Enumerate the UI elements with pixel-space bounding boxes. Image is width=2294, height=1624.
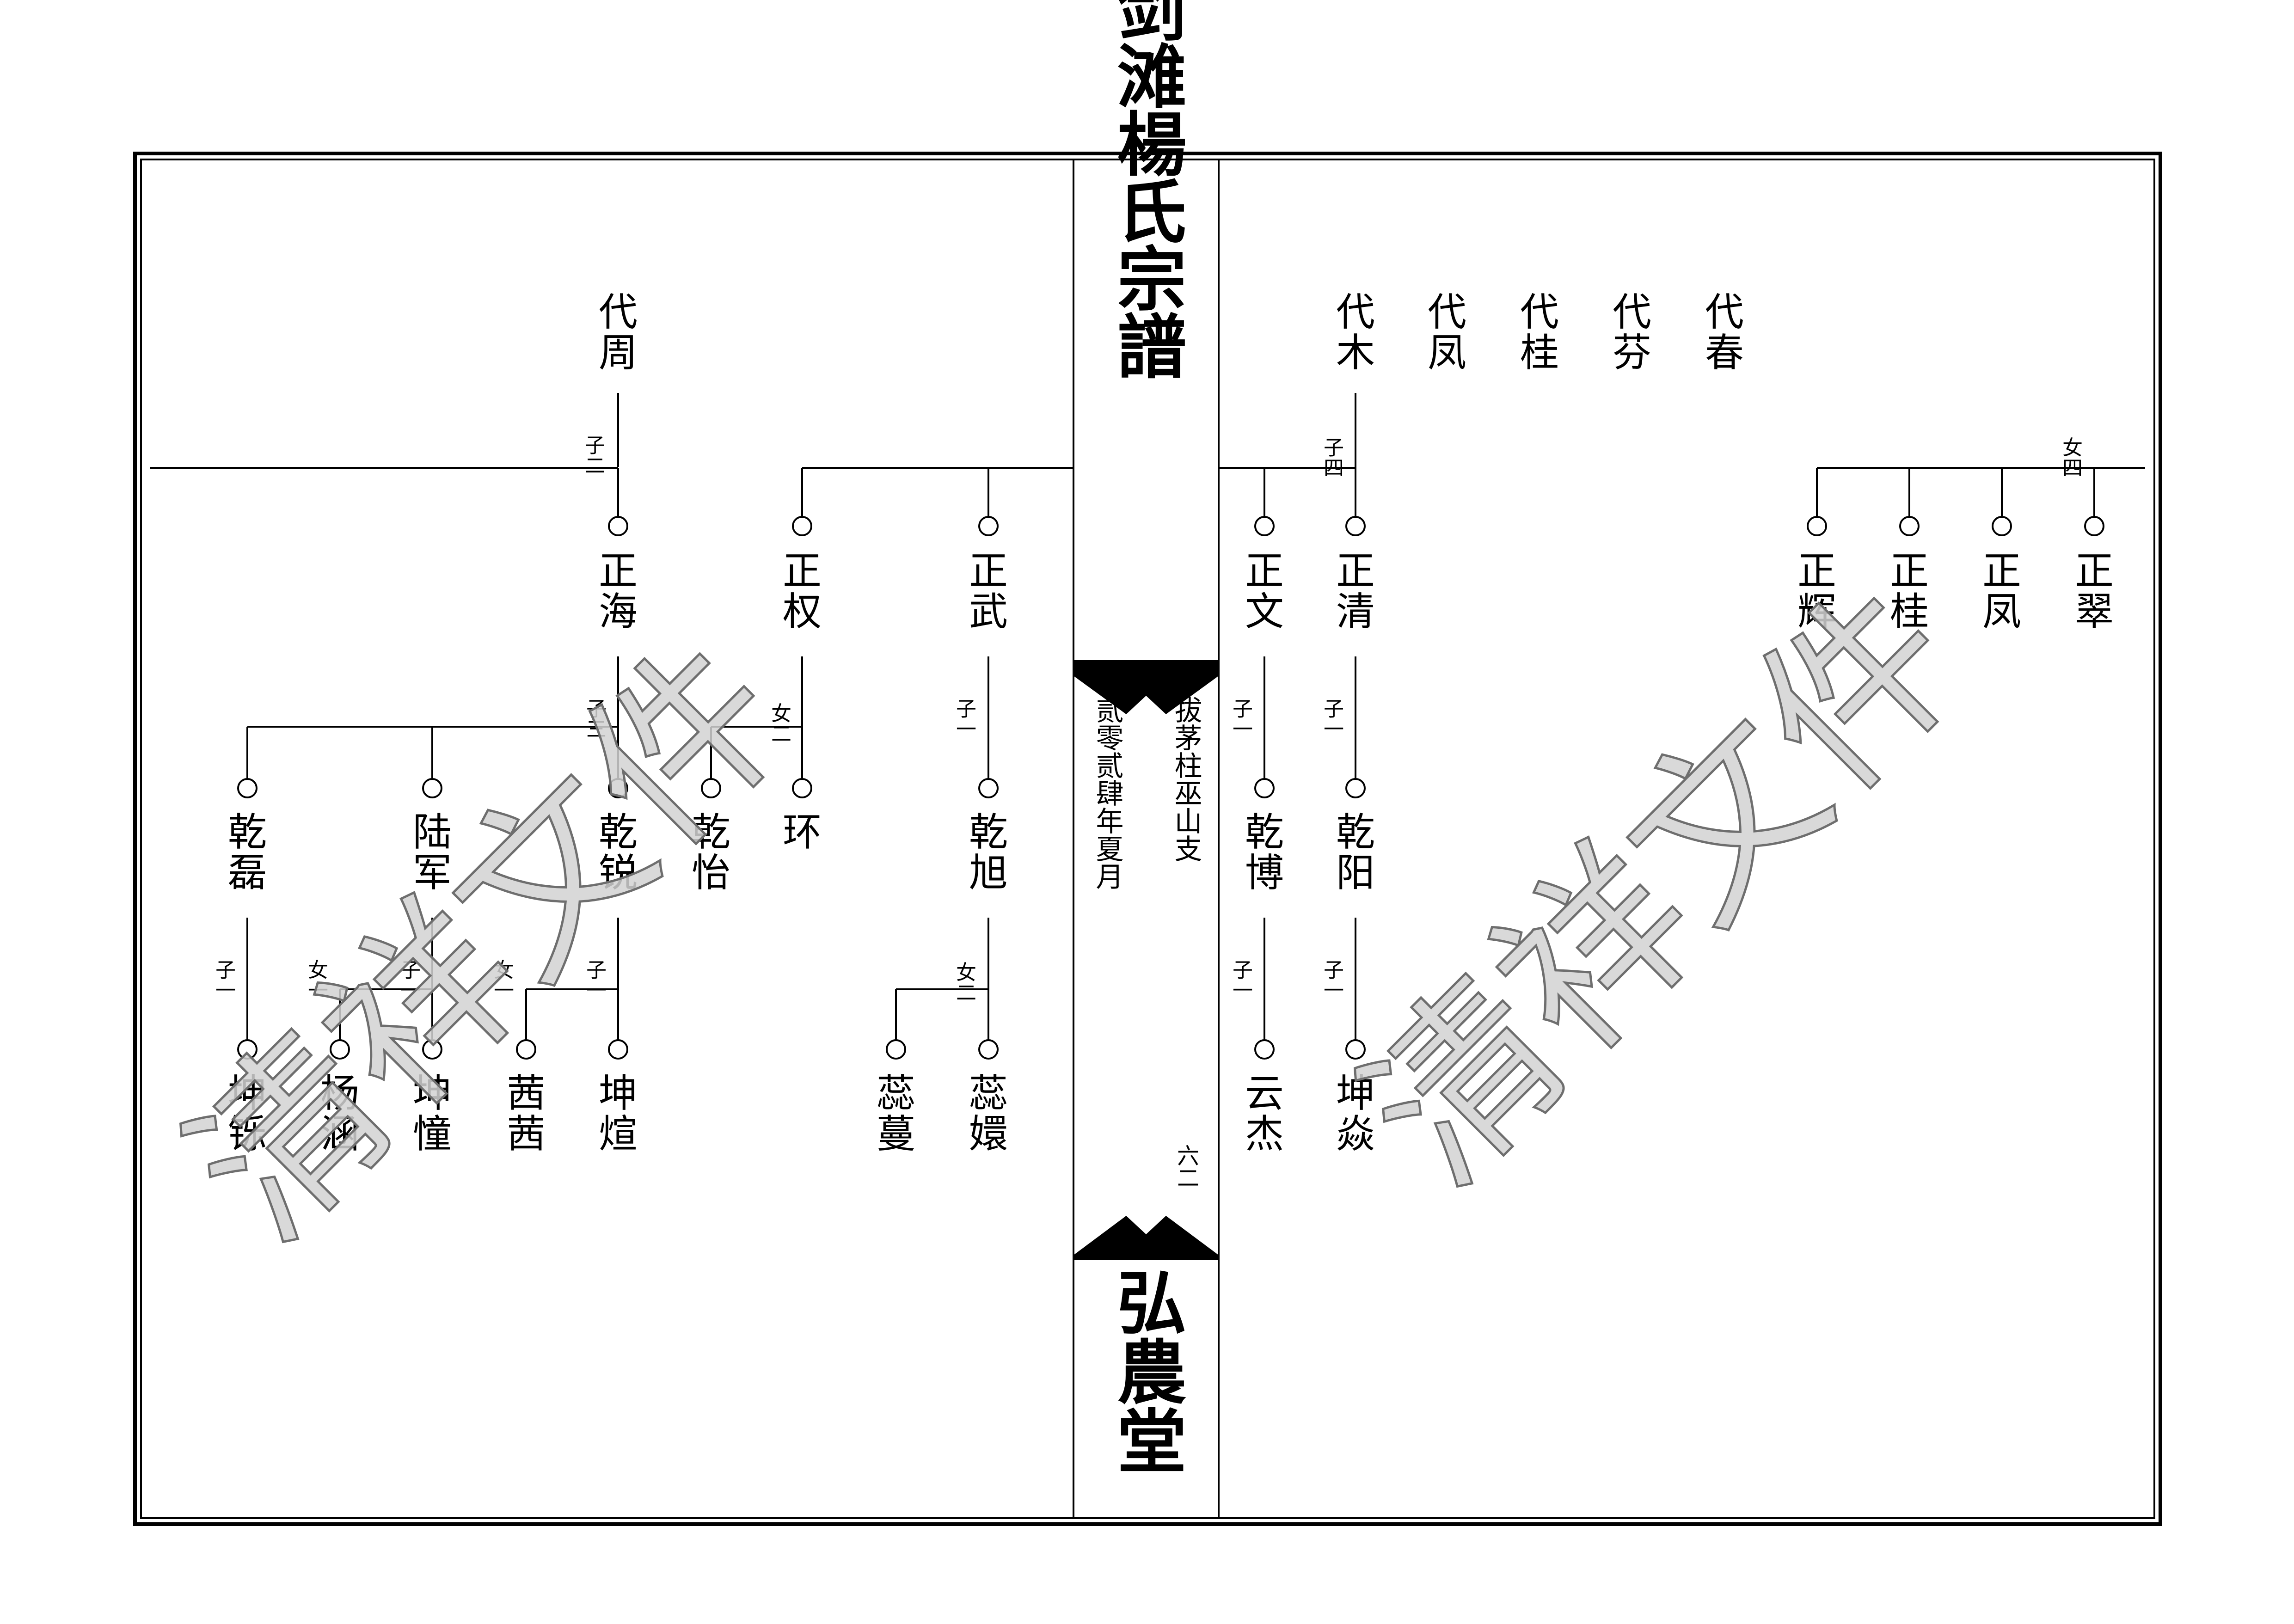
sons-count: 子一: [1233, 959, 1253, 1003]
watermark-right: 清祥文件: [1325, 548, 2000, 1223]
tree-node-circle: [792, 516, 812, 536]
tree-node-circle: [608, 516, 628, 536]
person-name: 正武: [969, 548, 1008, 634]
spine-fishtail-bottom: [1073, 1216, 1219, 1260]
person-name: 蕊嬛: [969, 1071, 1008, 1157]
tree-node-circle: [422, 778, 442, 798]
person-name: 环: [783, 809, 822, 855]
ancestor-name: 代木: [1336, 289, 1375, 375]
tree-node-circle: [1992, 516, 2012, 536]
daughters-count: 女二: [771, 702, 791, 746]
person-name: 正文: [1245, 548, 1284, 634]
person-name: 正清: [1336, 548, 1375, 634]
person-name: 正辉: [1797, 548, 1836, 634]
person-name: 正权: [783, 548, 822, 634]
sons-count: 子一: [1324, 959, 1344, 1003]
daughters-count: 女四: [2062, 436, 2083, 480]
tree-node-circle: [516, 1039, 536, 1060]
tree-node-circle: [1345, 1039, 1366, 1060]
tree-node-circle: [1254, 516, 1275, 536]
tree-labels: 代周子二正海正权正武子三女二子一乾磊陆军乾锐乾怡环乾旭子一子一女一子一女一女二坤…: [215, 289, 2114, 1157]
daughters-count: 女一: [494, 959, 514, 1003]
person-name: 乾博: [1245, 809, 1284, 895]
inner-border: [140, 159, 2155, 1519]
daughters-count: 女二: [956, 961, 976, 1005]
person-name: 坤煊: [599, 1071, 638, 1157]
tree-node-circle: [978, 778, 999, 798]
tree-node-circle: [1254, 778, 1275, 798]
person-name: 坤憧: [413, 1071, 452, 1157]
ancestor-name: 代桂: [1520, 289, 1559, 375]
tree-nodes: [237, 516, 2104, 1060]
person-name: 坤焱: [1336, 1071, 1375, 1157]
daughters-count: 女一: [308, 959, 328, 1003]
person-name: 蕊蔓: [877, 1071, 915, 1157]
hall-name: 弘農堂: [1105, 1267, 1187, 1475]
person-name: 乾阳: [1336, 809, 1375, 895]
tree-node-circle: [608, 1039, 628, 1060]
person-name: 乾怡: [692, 809, 730, 895]
page-number: 六二: [1173, 1144, 1199, 1189]
person-name: 乾锐: [599, 809, 638, 895]
tree-node-circle: [1899, 516, 1920, 536]
sons-count: 子一: [956, 698, 976, 742]
ancestor-name: 代周: [599, 289, 638, 375]
watermark-left: 清祥文件: [151, 604, 826, 1279]
person-name: 正翠: [2075, 548, 2114, 634]
person-name: 乾旭: [969, 809, 1008, 895]
sons-count: 子一: [1324, 698, 1344, 742]
outer-border: [133, 152, 2162, 1526]
tree-node-circle: [701, 778, 721, 798]
tree-node-circle: [237, 1039, 258, 1060]
person-name: 杨涵: [320, 1071, 359, 1157]
tree-node-circle: [608, 778, 628, 798]
person-name: 正凤: [1982, 548, 2021, 634]
watermarks: 清祥文件清祥文件: [150, 547, 2001, 1280]
person-name: 正桂: [1890, 548, 1929, 634]
person-name: 茜茜: [507, 1071, 546, 1157]
sons-count: 子一: [400, 959, 421, 1003]
sons-count: 子二: [585, 434, 605, 478]
ancestor-name: 代凤: [1428, 289, 1466, 375]
tree-node-circle: [792, 778, 812, 798]
tree-node-circle: [2084, 516, 2104, 536]
sons-count: 子一: [1233, 698, 1253, 742]
tree-node-circle: [1807, 516, 1827, 536]
branch-label: 拔茅柱巫山支: [1170, 696, 1202, 862]
tree-node-circle: [422, 1039, 442, 1060]
sons-count: 子一: [215, 959, 236, 1003]
person-name: 坤铄: [228, 1071, 267, 1157]
person-name: 乾磊: [228, 809, 267, 895]
book-title: 剑滩楊氏宗譜: [1105, 0, 1187, 379]
date-label: 贰零贰肆年夏月: [1091, 696, 1123, 890]
tree-lines: [150, 393, 2145, 1040]
tree-node-circle: [886, 1039, 906, 1060]
sons-count: 子三: [586, 698, 607, 742]
tree-node-circle: [978, 516, 999, 536]
tree-node-circle: [237, 778, 258, 798]
person-name: 陆军: [413, 809, 452, 895]
person-name: 云杰: [1245, 1071, 1284, 1157]
tree-node-circle: [1254, 1039, 1275, 1060]
sons-count: 子一: [586, 959, 607, 1003]
tree-node-circle: [1345, 778, 1366, 798]
ancestor-name: 代春: [1705, 289, 1744, 375]
spine-fishtail-top: [1073, 660, 1219, 714]
ancestor-name: 代芬: [1613, 289, 1651, 375]
tree-node-circle: [1345, 516, 1366, 536]
sons-count: 子四: [1324, 436, 1344, 480]
tree-node-circle: [978, 1039, 999, 1060]
tree-node-circle: [330, 1039, 350, 1060]
person-name: 正海: [599, 548, 638, 634]
